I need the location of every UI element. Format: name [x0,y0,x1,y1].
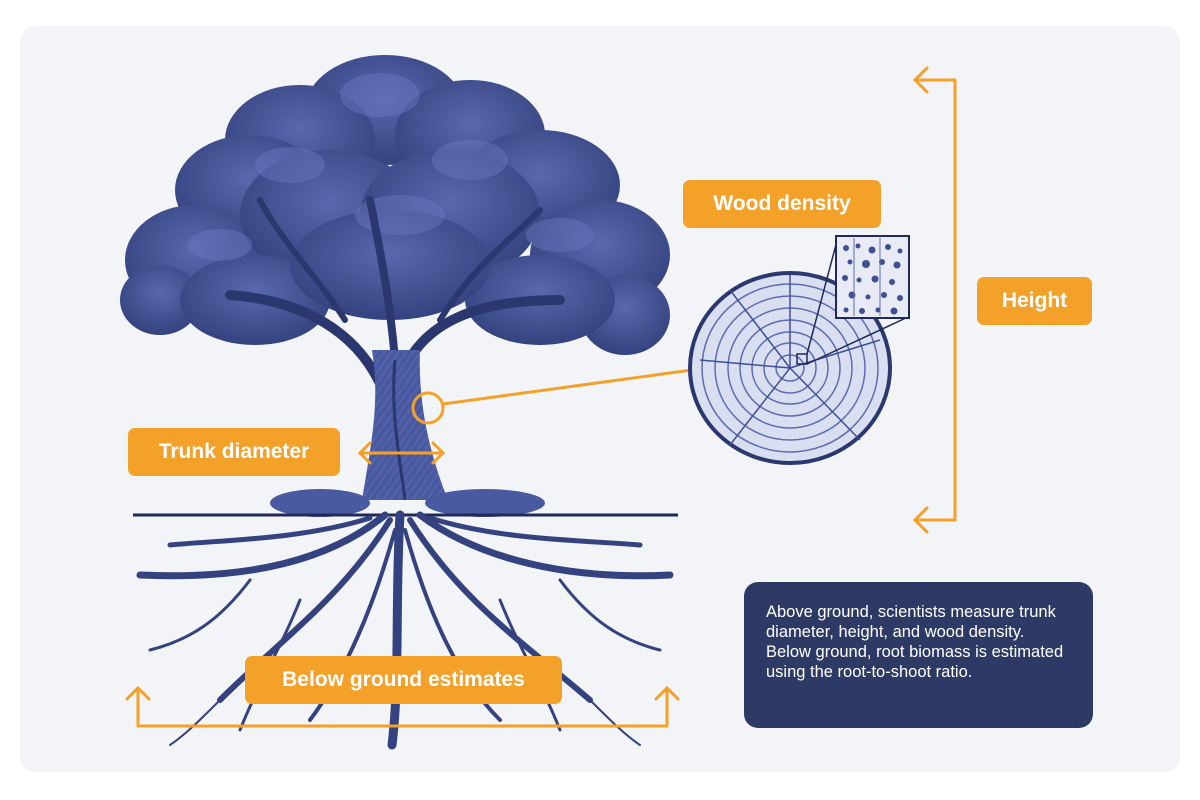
wood-density-label: Wood density [683,180,881,228]
info-panel: Above ground, scientists measure trunk d… [744,582,1093,728]
below-ground-bracket [125,685,680,728]
wood-grain-magnified [835,235,910,319]
roots [136,510,674,750]
trunk-diameter-arrow [357,441,446,465]
height-bracket [912,66,957,534]
height-label: Height [977,277,1092,325]
below-ground-label: Below ground estimates [245,656,562,704]
info-text: Above ground, scientists measure trunk d… [766,603,1064,681]
trunk-diameter-label: Trunk diameter [128,428,340,476]
canopy [120,55,670,355]
wood-cross-section [688,236,909,465]
trunk [362,350,448,500]
trunk-sample-circle [411,391,445,425]
